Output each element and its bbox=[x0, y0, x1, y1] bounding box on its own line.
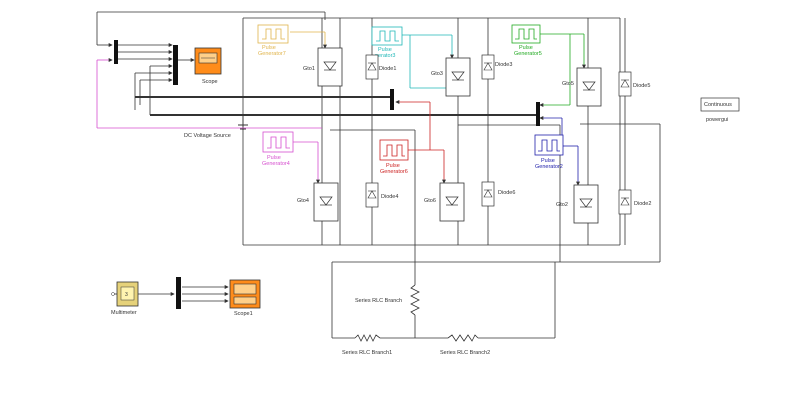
gto3-label: Gto3 bbox=[431, 71, 443, 77]
pg2-label-b: Generator2 bbox=[535, 164, 563, 170]
pg4-label-a: Pulse bbox=[267, 155, 281, 161]
series-rlc-branch2[interactable]: Series RLC Branch2 bbox=[440, 334, 490, 356]
dc-source-label: DC Voltage Source bbox=[184, 133, 231, 139]
pg6-label-a: Pulse bbox=[386, 163, 400, 169]
diode2-block[interactable]: Diode2 bbox=[618, 189, 651, 215]
gto5-block[interactable]: Gto5 bbox=[562, 67, 602, 107]
mux-bar-2[interactable] bbox=[173, 45, 178, 85]
gto2-block[interactable]: Gto2 bbox=[556, 184, 599, 224]
multimeter-value: 3 bbox=[125, 292, 128, 298]
mux-bar-3[interactable] bbox=[176, 277, 181, 309]
pulse-generator-3[interactable]: Pulse nerator3 bbox=[371, 26, 403, 59]
multimeter-block[interactable]: 3 Multimeter bbox=[111, 281, 139, 316]
powergui-block[interactable]: Continuous powergui bbox=[700, 97, 740, 123]
scope1-block[interactable]: Scope1 bbox=[229, 279, 261, 317]
gto3-block[interactable]: Gto3 bbox=[431, 57, 471, 97]
pg4-label-b: Generator4 bbox=[262, 161, 290, 167]
diode5-label: Diode5 bbox=[633, 83, 650, 89]
gto1-block[interactable]: Gto1 bbox=[303, 47, 343, 87]
diode5-block[interactable]: Diode5 bbox=[618, 71, 650, 97]
rlc-label: Series RLC Branch bbox=[355, 298, 402, 304]
powergui-label: powergui bbox=[706, 117, 728, 123]
series-rlc-branch1[interactable]: Series RLC Branch1 bbox=[342, 334, 392, 356]
pg6-label-b: Generator6 bbox=[380, 169, 408, 175]
diode2-label: Diode2 bbox=[634, 201, 651, 207]
scope-block[interactable]: Scope bbox=[194, 47, 222, 85]
diode3-block[interactable]: Diode3 bbox=[481, 54, 512, 80]
pulse-generator-5[interactable]: Pulse Generator5 bbox=[511, 24, 542, 57]
gto6-block[interactable]: Gto6 bbox=[424, 182, 465, 222]
diode6-block[interactable]: Diode6 bbox=[481, 181, 515, 207]
pg5-label-a: Pulse bbox=[519, 45, 533, 51]
gto1-label: Gto1 bbox=[303, 66, 315, 72]
pg5-label-b: Generator5 bbox=[514, 51, 542, 57]
gto2-label: Gto2 bbox=[556, 202, 568, 208]
series-rlc-branch[interactable]: Series RLC Branch bbox=[355, 284, 420, 316]
gto6-label: Gto6 bbox=[424, 198, 436, 204]
pg7-label-a: Pulse bbox=[262, 45, 276, 51]
diode6-label: Diode6 bbox=[498, 190, 515, 196]
pg7-label-b: Generator7 bbox=[258, 51, 286, 57]
scope1-label: Scope1 bbox=[234, 311, 253, 317]
diode3-label: Diode3 bbox=[495, 62, 512, 68]
scope-label: Scope bbox=[202, 79, 218, 85]
pg3-label-b: nerator3 bbox=[375, 53, 396, 59]
pulse-generator-6[interactable]: Pulse Generator6 bbox=[379, 139, 409, 175]
gto4-block[interactable]: Gto4 bbox=[297, 182, 339, 222]
rlc1-label: Series RLC Branch1 bbox=[342, 350, 392, 356]
bus-bar-b[interactable] bbox=[536, 102, 540, 126]
signal-wires bbox=[96, 11, 661, 339]
pulse-generator-7[interactable]: Pulse Generator7 bbox=[257, 24, 289, 57]
pulse-generator-2[interactable]: Pulse Generator2 bbox=[534, 134, 564, 170]
mux-bar-1[interactable] bbox=[114, 40, 118, 64]
pulse-generator-4[interactable]: Pulse Generator4 bbox=[262, 131, 294, 167]
multimeter-label: Multimeter bbox=[111, 310, 137, 316]
diode1-label: Diode1 bbox=[379, 66, 396, 72]
rlc2-label: Series RLC Branch2 bbox=[440, 350, 490, 356]
diode4-label: Diode4 bbox=[381, 194, 398, 200]
bus-bar-a[interactable] bbox=[390, 89, 394, 110]
gto4-label: Gto4 bbox=[297, 198, 309, 204]
diode4-block[interactable]: Diode4 bbox=[365, 182, 398, 208]
pg3-label-a: Pulse bbox=[378, 47, 392, 53]
powergui-block-text: Continuous bbox=[704, 102, 732, 108]
gto5-label: Gto5 bbox=[562, 81, 574, 87]
diode1-block[interactable]: Diode1 bbox=[365, 54, 396, 80]
dc-voltage-source[interactable]: DC Voltage Source bbox=[184, 124, 248, 139]
pg2-label-a: Pulse bbox=[541, 158, 555, 164]
